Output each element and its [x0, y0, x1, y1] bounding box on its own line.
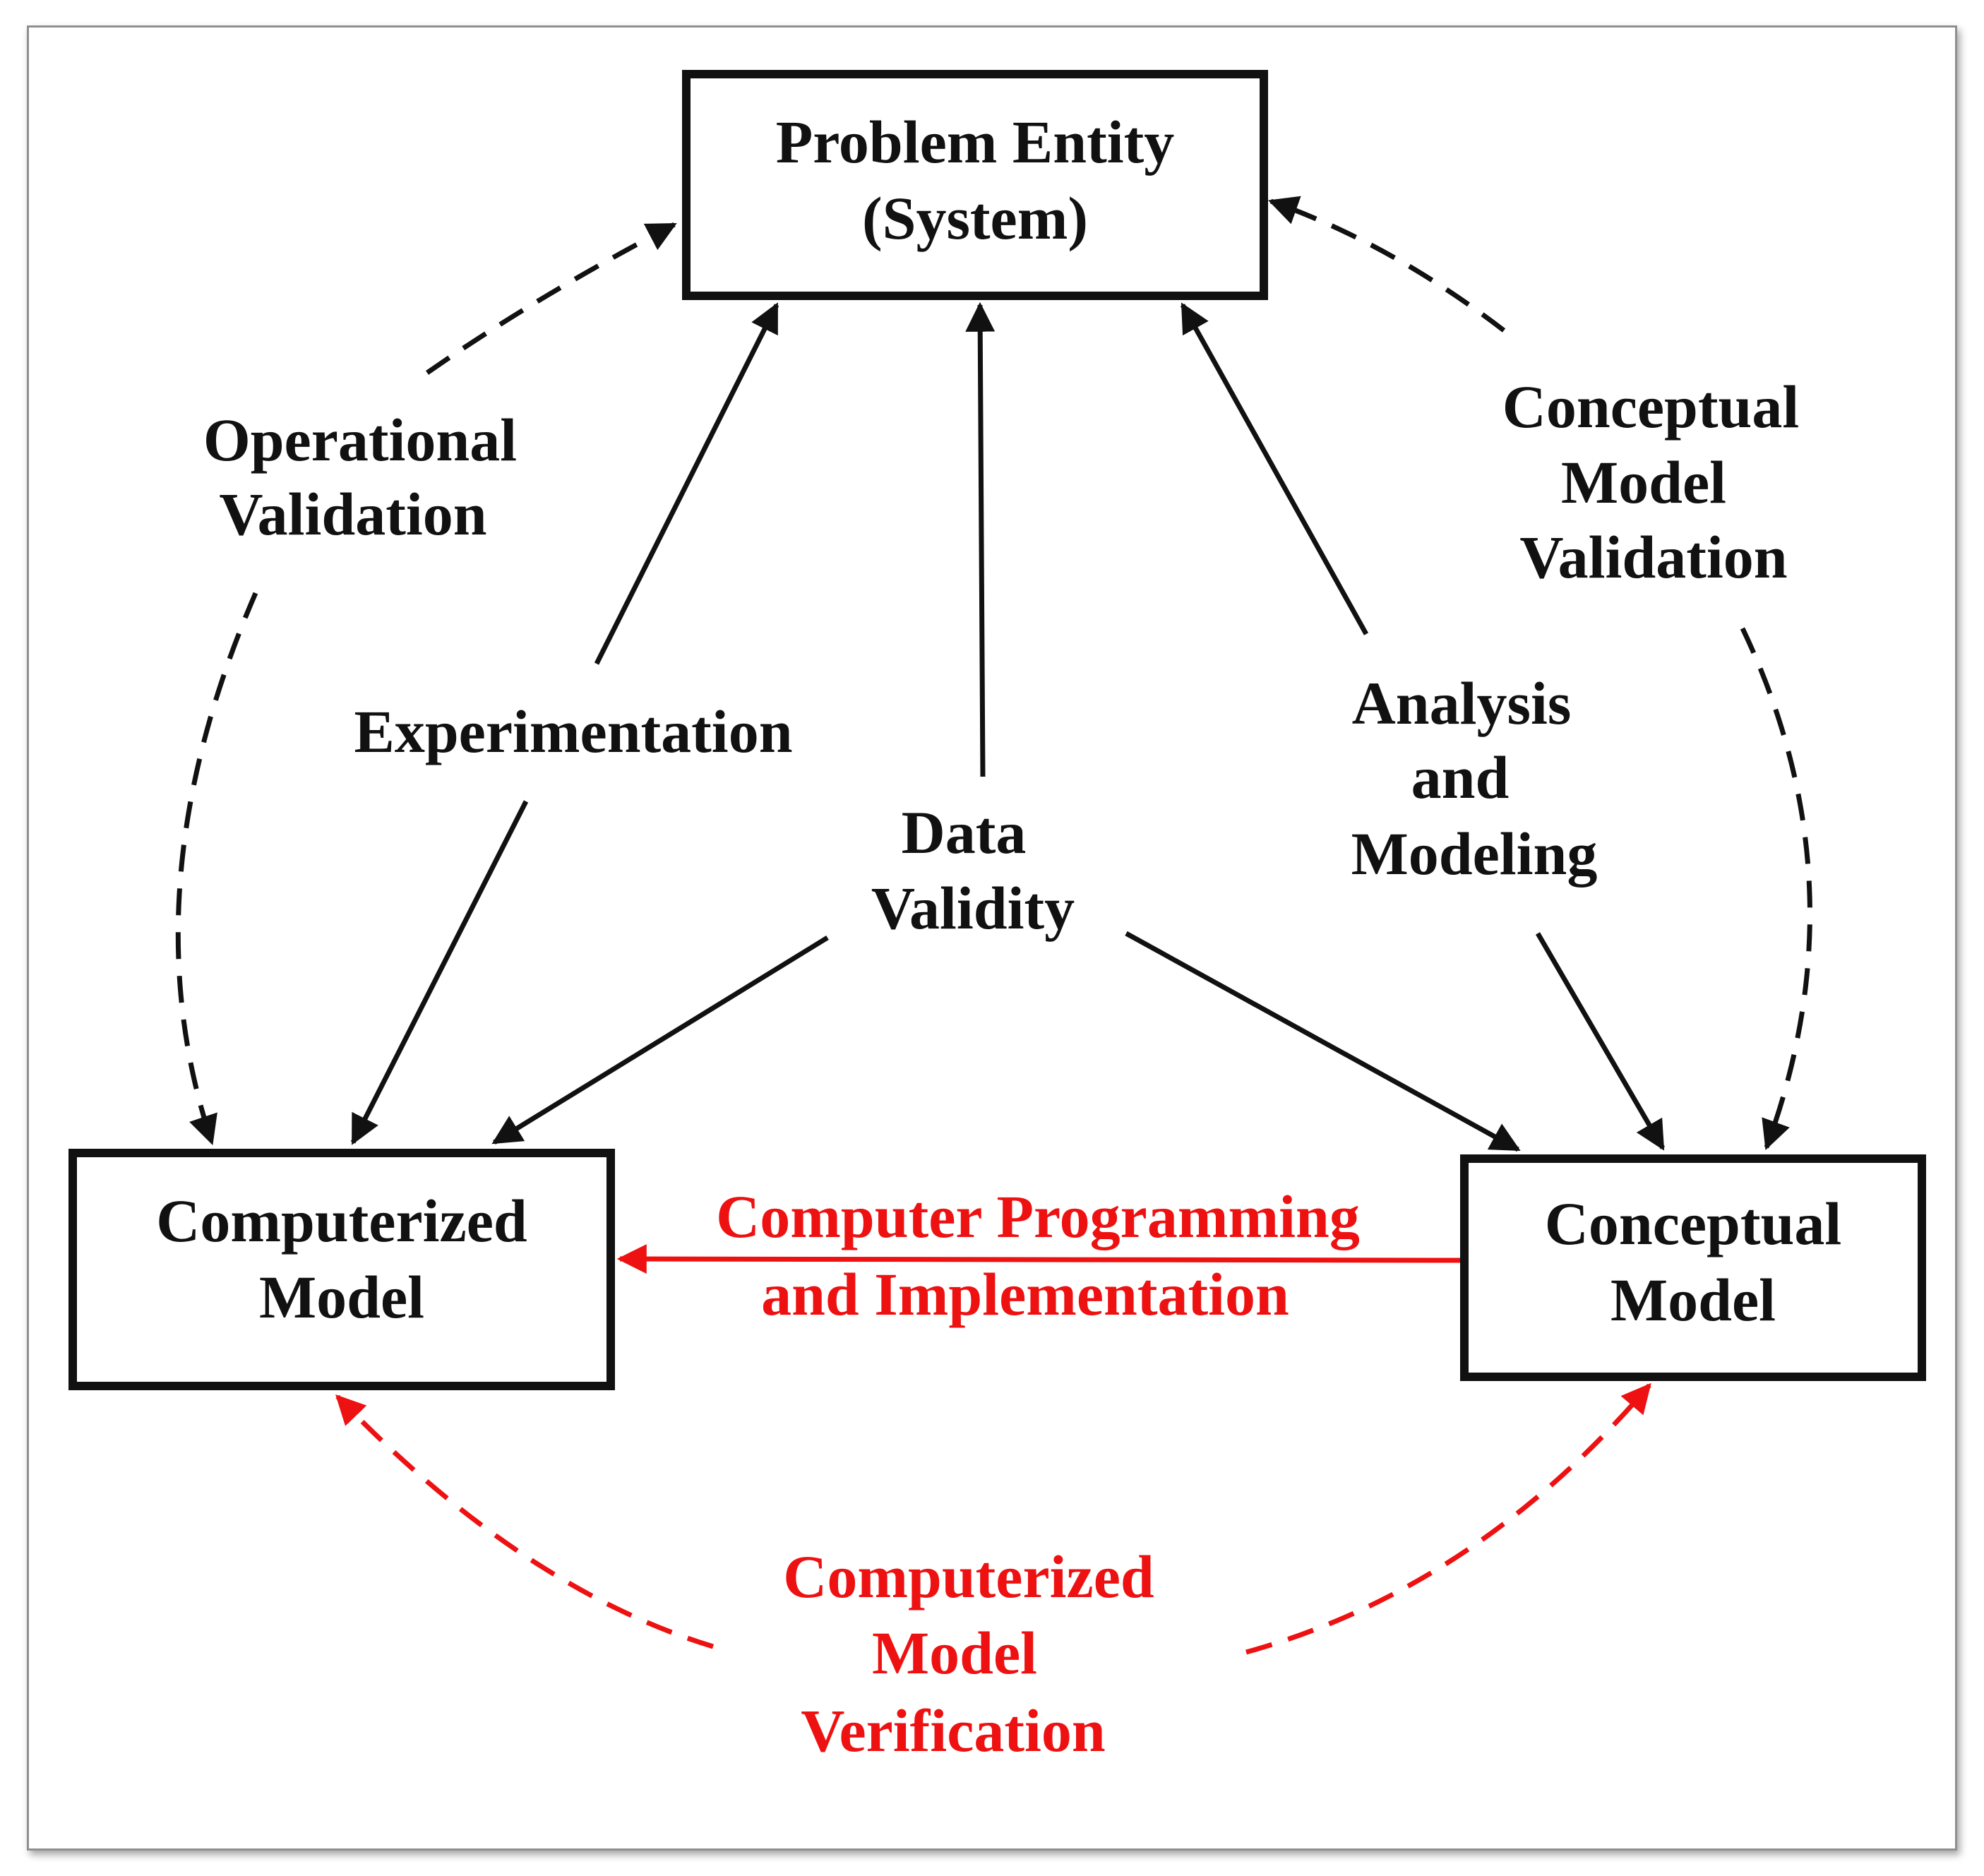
- computerized-model-label-line2: Model: [259, 1263, 424, 1331]
- experimentation-label: Experimentation: [354, 698, 792, 765]
- analysis-modeling-arrow-up: [1180, 302, 1369, 635]
- analysis-modeling-arrow-down: [1535, 932, 1666, 1151]
- computer-programming-label-line2: and Implementation: [761, 1260, 1289, 1328]
- experimentation-arrow-up: [594, 302, 779, 665]
- problem-entity-sublabel: (System): [862, 184, 1088, 252]
- verification-label: Computerized: [783, 1543, 1154, 1611]
- conceptual-model-validation-label-line2: Model: [1561, 448, 1726, 516]
- data-validity-label-line2: Validity: [871, 874, 1075, 942]
- analysis-modeling-label-line2: and: [1411, 743, 1510, 811]
- conceptual-model-validation-arrow-upper: [1268, 196, 1506, 333]
- verification-arrow-right: [1245, 1382, 1651, 1655]
- computerized-model-label: Computerized: [156, 1187, 527, 1255]
- verification-arrow-left: [335, 1394, 715, 1649]
- computerized-model-box: [68, 1149, 615, 1390]
- problem-entity-box: [682, 70, 1268, 300]
- verification-label-line3: Verification: [801, 1697, 1106, 1764]
- computer-programming-arrow: [616, 1244, 1461, 1274]
- data-validity-arrow-right: [1125, 931, 1521, 1152]
- operational-validation-label-line2: Validation: [219, 480, 486, 548]
- verification-label-line2: Model: [872, 1619, 1037, 1687]
- operational-validation-label: Operational: [203, 406, 517, 474]
- conceptual-model-label-line2: Model: [1610, 1266, 1776, 1334]
- conceptual-model-box: [1460, 1154, 1926, 1381]
- data-validity-label: Data: [902, 799, 1027, 866]
- conceptual-model-validation-arrow-lower: [1740, 627, 1812, 1150]
- conceptual-model-label: Conceptual: [1545, 1190, 1841, 1257]
- data-validity-arrow-up: [965, 301, 996, 777]
- analysis-modeling-label-line3: Modeling: [1351, 820, 1598, 888]
- data-validity-arrow-left: [491, 936, 829, 1145]
- computer-programming-label: Computer Programming: [716, 1183, 1360, 1250]
- conceptual-model-validation-label: Conceptual: [1502, 373, 1799, 441]
- problem-entity-label: Problem Entity: [776, 108, 1175, 176]
- operational-validation-arrow-upper: [425, 222, 677, 375]
- analysis-modeling-label: Analysis: [1352, 669, 1572, 737]
- operational-validation-arrow-lower: [175, 592, 258, 1145]
- experimentation-arrow-down: [350, 800, 529, 1145]
- conceptual-model-validation-label-line3: Validation: [1519, 523, 1787, 591]
